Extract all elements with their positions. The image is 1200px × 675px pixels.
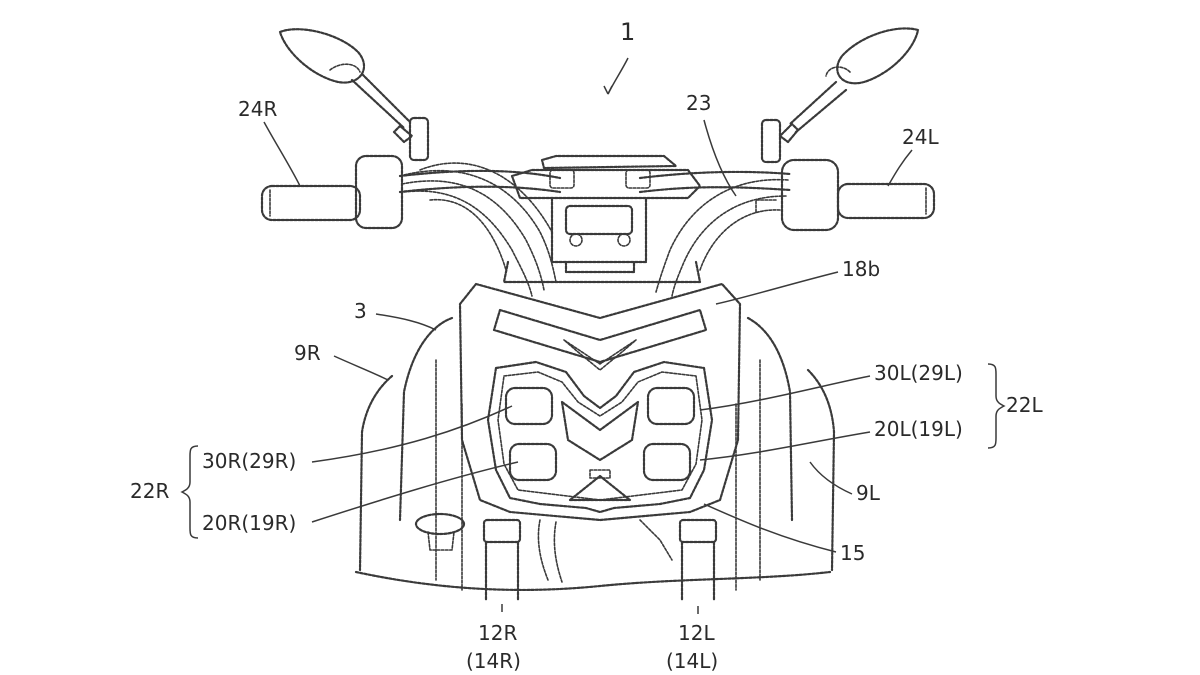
brace-left bbox=[987, 363, 1006, 449]
lamp-lower-right bbox=[508, 442, 558, 482]
side-cover-left bbox=[735, 359, 836, 591]
mirror-stems bbox=[408, 116, 782, 164]
lower-bracket bbox=[537, 519, 673, 583]
mirror-right bbox=[278, 28, 414, 144]
label-fork-right-line2: (14R) bbox=[466, 649, 521, 673]
label-lamp-upper-left: 30L(29L) bbox=[874, 361, 963, 385]
label-grip-right: 24R bbox=[238, 97, 277, 121]
label-lamp-upper-right: 30R(29R) bbox=[202, 449, 296, 473]
label-lamp-lower-right: 20R(19R) bbox=[202, 511, 296, 535]
grip-right bbox=[260, 154, 404, 230]
brace-right bbox=[180, 445, 199, 539]
label-lamp-lower-left: 20L(19L) bbox=[874, 417, 963, 441]
fork-left bbox=[678, 518, 718, 602]
leader-lines bbox=[263, 57, 913, 614]
reflector-right bbox=[414, 512, 466, 551]
label-handle-cable: 23 bbox=[686, 91, 711, 115]
fender-edge bbox=[354, 570, 832, 592]
mirror-left bbox=[778, 27, 920, 144]
label-side-cover-left: 9L bbox=[856, 481, 881, 505]
cables-left bbox=[655, 178, 789, 297]
grip-left bbox=[780, 158, 936, 232]
label-fork-right-line1: 12R bbox=[478, 621, 517, 645]
lamp-lower-left bbox=[642, 442, 692, 482]
label-headlight-cover: 18b bbox=[842, 257, 880, 281]
label-grip-left: 24L bbox=[902, 125, 939, 149]
fork-right bbox=[482, 518, 522, 602]
lamp-upper-right bbox=[504, 386, 554, 426]
lamp-upper-left bbox=[646, 386, 696, 426]
label-lamp-unit-right: 22R bbox=[130, 479, 169, 503]
cables-right bbox=[399, 162, 557, 297]
front-cover bbox=[398, 316, 794, 522]
headlamp-assembly bbox=[486, 339, 714, 514]
label-vehicle: 1 bbox=[620, 18, 635, 46]
side-cover-right bbox=[358, 359, 463, 591]
label-fork-left-line2: (14L) bbox=[666, 649, 718, 673]
label-lamp-unit-left: 22L bbox=[1006, 393, 1043, 417]
label-front-cover: 3 bbox=[354, 299, 367, 323]
label-bracket: 15 bbox=[840, 541, 865, 565]
headlight-cover bbox=[458, 282, 742, 522]
label-side-cover-right: 9R bbox=[294, 341, 321, 365]
label-fork-left-line1: 12L bbox=[678, 621, 715, 645]
instrument-cluster bbox=[502, 154, 702, 284]
